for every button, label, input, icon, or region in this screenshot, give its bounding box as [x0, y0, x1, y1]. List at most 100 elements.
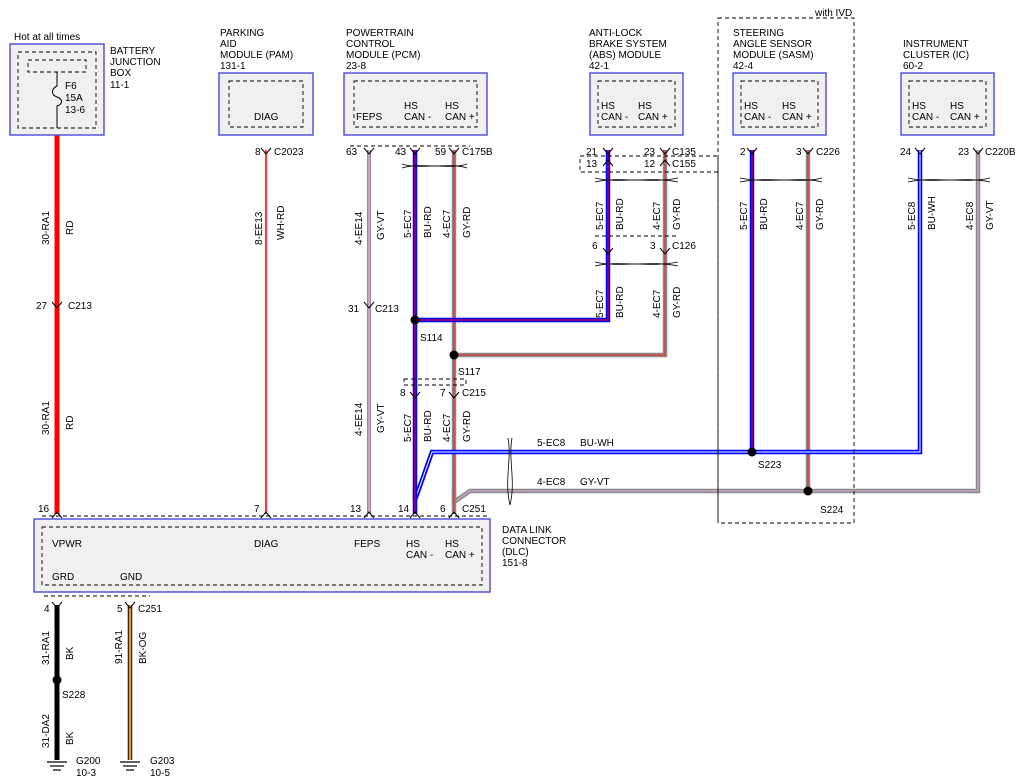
dlc-title-2: CONNECTOR [502, 536, 566, 547]
pin-31: 31 [348, 304, 360, 315]
abs-pin-can-minus: CAN - [601, 112, 628, 123]
ic-title-2: CLUSTER (IC) [903, 50, 969, 61]
abs-title-2: BRAKE SYSTEM [589, 39, 667, 50]
bjb-title-1: BATTERY [110, 46, 156, 57]
sasm-pin-hs-1: HS [744, 101, 758, 112]
wire-color-gy-rd-sasm: GY-RD [815, 199, 826, 230]
sasm-title-2: ANGLE SENSOR [733, 39, 812, 50]
dlc-pin-diag: DIAG [254, 539, 279, 550]
wire-label-4-ec8-ic: 4-EC8 [965, 201, 976, 230]
splice-s228 [52, 675, 62, 685]
fuse-ref: 13-6 [65, 105, 85, 116]
dlc-pin-hs-2: HS [445, 539, 459, 550]
abs-pin-can-plus: CAN + [638, 112, 668, 123]
with-ivd-note: with IVD [814, 8, 852, 19]
ic-pin-can-plus: CAN + [950, 112, 980, 123]
wire-label-4-ee14-lower: 4-EE14 [354, 402, 365, 436]
connector-c251-a: C251 [462, 504, 486, 515]
ic-pin-can-minus: CAN - [912, 112, 939, 123]
hot-at-all-times-note: Hot at all times [14, 32, 80, 43]
wire-color-gy-vt-upper: GY-VT [376, 210, 387, 240]
pin-6: 6 [592, 241, 598, 252]
abs-pin-hs-1: HS [601, 101, 615, 112]
pin-8-c215: 8 [400, 388, 406, 399]
ic-title-1: INSTRUMENT [903, 39, 969, 50]
pin-3: 3 [650, 241, 656, 252]
wire-label-30-ra1-upper: 30-RA1 [41, 211, 52, 245]
bjb-title-2: JUNCTION [110, 57, 161, 68]
pin-3-sasm: 3 [796, 147, 802, 158]
wire-color-bu-rd-pcm-upper: BU-RD [423, 206, 434, 238]
data-link-connector [33, 518, 491, 593]
wire-label-8-ee13: 8-EE13 [254, 211, 265, 245]
wire-color-bu-rd-sasm: BU-RD [759, 198, 770, 230]
wire-label-5-ec7-abs-lower: 5-EC7 [595, 289, 606, 318]
pin-7-c215: 7 [440, 388, 446, 399]
wire-label-5-ec7-sasm: 5-EC7 [739, 201, 750, 230]
dlc-pin-hs-1: HS [406, 539, 420, 550]
fuse-id: F6 [65, 81, 77, 92]
wire-label-4-ec8-horiz: 4-EC8 [537, 477, 566, 488]
wire-s114-to-abs [415, 150, 611, 323]
wire-label-30-ra1-lower: 30-RA1 [41, 401, 52, 435]
wire-color-bu-wh-horiz: BU-WH [580, 438, 614, 449]
parking-aid-module [218, 72, 314, 136]
pcm-title-3: MODULE (PCM) [346, 50, 420, 61]
ground-ref-g203: 10-5 [150, 768, 170, 779]
pcm-ref: 23-8 [346, 61, 366, 72]
wire-label-91-ra1: 91-RA1 [114, 630, 125, 664]
sasm-ref: 42-4 [733, 61, 753, 72]
pam-pin-diag: DIAG [254, 112, 279, 123]
wire-color-bk-lower: BK [65, 731, 76, 745]
wire-color-gy-rd-pcm-upper: GY-RD [462, 207, 473, 238]
sasm-title-3: MODULE (SASM) [733, 50, 814, 61]
dlc-pin-gnd: GND [120, 572, 142, 583]
pin-12: 12 [644, 159, 656, 170]
pam-title-1: PARKING [220, 28, 264, 39]
connector-c2023: C2023 [274, 147, 304, 158]
wire-color-gy-rd-pcm-lower: GY-RD [462, 411, 473, 442]
wire-dlc-can-plus-to-s224 [451, 488, 808, 514]
connector-c215: C215 [462, 388, 486, 399]
wire-label-4-ec7-abs-upper: 4-EC7 [652, 201, 663, 230]
pcm-pin-can-minus: CAN - [404, 112, 431, 123]
sasm-pin-can-plus: CAN + [782, 112, 812, 123]
ic-pin-hs-1: HS [912, 101, 926, 112]
wire-color-gy-vt-ic: GY-VT [985, 200, 996, 230]
pam-ref: 131-1 [220, 61, 246, 72]
wire-color-bu-rd-pcm-lower: BU-RD [423, 410, 434, 442]
splice-label-s223: S223 [758, 460, 782, 471]
pin-8: 8 [255, 147, 261, 158]
sasm-pin-hs-2: HS [782, 101, 796, 112]
abs-ref: 42-1 [589, 61, 609, 72]
splice-label-s224: S224 [820, 505, 844, 516]
pin-4: 4 [44, 604, 50, 615]
pin-21: 21 [586, 147, 598, 158]
wire-label-4-ec7-pcm-lower: 4-EC7 [442, 413, 453, 442]
wire-color-bu-rd-abs-upper: BU-RD [615, 198, 626, 230]
connector-c135: C135 [672, 147, 696, 158]
wire-label-5-ec7-pcm-upper: 5-EC7 [403, 209, 414, 238]
connector-c175b: C175B [462, 147, 493, 158]
bjb-title-3: BOX [110, 68, 131, 79]
splice-s223 [747, 447, 757, 457]
fuse-amps: 15A [65, 93, 83, 104]
pin-13: 13 [586, 159, 598, 170]
wire-color-gy-rd-abs-upper: GY-RD [672, 199, 683, 230]
pin-59: 59 [435, 147, 447, 158]
wire-s224-to-ic [808, 150, 981, 494]
connector-c226: C226 [816, 147, 840, 158]
connector-c220b: C220B [985, 147, 1016, 158]
wire-label-5-ec8-ic: 5-EC8 [907, 201, 918, 230]
abs-pin-hs-2: HS [638, 101, 652, 112]
wire-color-bu-wh-ic: BU-WH [927, 196, 938, 230]
dlc-pin-can-minus: CAN - [406, 550, 433, 561]
dlc-pin-grd: GRD [52, 572, 74, 583]
ground-ref-g200: 10-3 [76, 768, 96, 779]
pin-7-dlc: 7 [254, 504, 260, 515]
ground-g200-icon [47, 761, 67, 771]
connector-c213-a: C213 [68, 301, 92, 312]
dlc-ref: 151-8 [502, 558, 528, 569]
pcm-pin-feps: FEPS [356, 112, 382, 123]
pcm-pin-hs-1: HS [404, 101, 418, 112]
